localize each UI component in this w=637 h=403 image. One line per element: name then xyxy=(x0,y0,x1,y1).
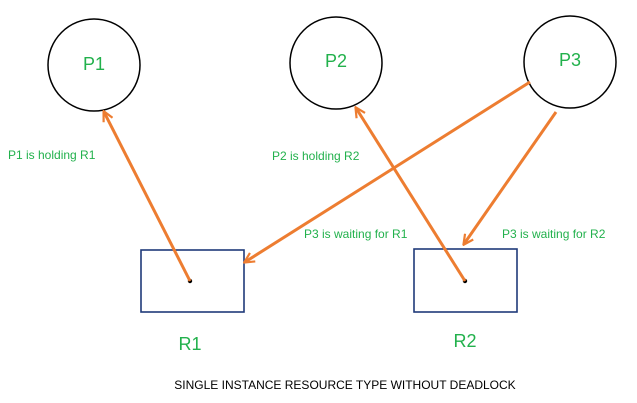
process-circle-p1 xyxy=(47,18,141,112)
process-node-p3: P3 xyxy=(523,15,617,109)
resource-label-r2: R2 xyxy=(453,331,476,351)
edge-label-p2-holding-r2: P2 is holding R2 xyxy=(272,149,360,163)
assignment-edge-r2-p2 xyxy=(356,108,467,282)
process-node-p2: P2 xyxy=(289,16,383,110)
edges xyxy=(104,80,558,282)
edge-label-p1-holding-r1: P1 is holding R1 xyxy=(8,148,96,162)
process-label-p1: P1 xyxy=(83,54,105,74)
resource-node-r1: R1 xyxy=(140,249,245,354)
request-edge-p3-r2 xyxy=(464,111,558,244)
resource-box-r1 xyxy=(140,249,245,313)
process-label-p2: P2 xyxy=(325,51,347,71)
resource-label-r1: R1 xyxy=(178,334,201,354)
resource-box-r2 xyxy=(413,248,518,313)
edge-label-p3-waiting-r1: P3 is waiting for R1 xyxy=(304,227,408,241)
request-edge-p3-r1 xyxy=(245,80,531,262)
edge-label-p3-waiting-r2: P3 is waiting for R2 xyxy=(502,227,606,241)
process-circle-p3 xyxy=(523,15,617,109)
assignment-edge-r1-p1 xyxy=(104,112,192,282)
process-circle-p2 xyxy=(289,16,383,110)
resource-node-r2: R2 xyxy=(413,248,518,351)
process-label-p3: P3 xyxy=(559,50,581,70)
process-node-p1: P1 xyxy=(47,18,141,112)
diagram-caption: SINGLE INSTANCE RESOURCE TYPE WITHOUT DE… xyxy=(174,378,515,392)
